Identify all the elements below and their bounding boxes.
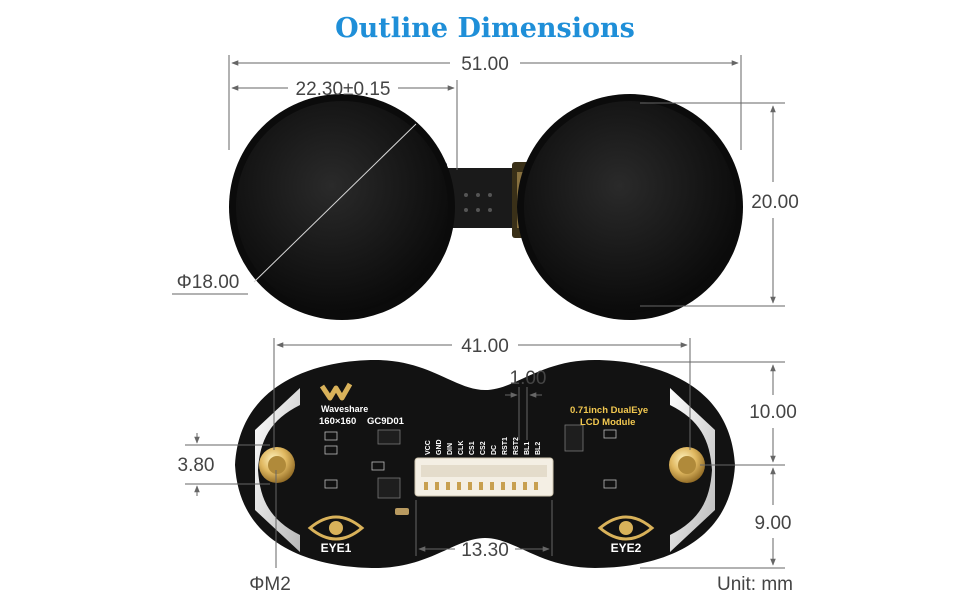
dim-diameter-label: Φ18.00 bbox=[177, 272, 240, 293]
dim-hole-diameter-label: ΦM2 bbox=[249, 574, 291, 595]
pin-label-gnd: GND bbox=[436, 439, 443, 455]
dim-hole-offset-label: 3.80 bbox=[178, 455, 215, 476]
bottom-view-pcb: Waveshare 160×160 GC9D01 0.71inch DualEy… bbox=[235, 360, 735, 568]
dim-bottom-width-label: 41.00 bbox=[461, 336, 509, 357]
dim-upper-offset-label: 10.00 bbox=[749, 402, 797, 423]
dim-1-00: 1.00 bbox=[505, 368, 546, 440]
right-reflector bbox=[670, 388, 715, 552]
resolution-text: 160×160 bbox=[319, 416, 356, 427]
dim-9-00: 9.00 bbox=[640, 467, 792, 569]
left-reflector bbox=[255, 388, 300, 552]
pin-label-bl2: BL2 bbox=[535, 442, 542, 455]
pin-label-vcc: VCC bbox=[425, 440, 432, 455]
dim-22-30: 22.30±0.15 bbox=[231, 79, 458, 170]
dim-pin-pitch-label: 1.00 bbox=[510, 368, 547, 389]
dim-connector-width-label: 13.30 bbox=[461, 540, 509, 561]
dim-height-label: 20.00 bbox=[751, 192, 799, 213]
flex-bridge bbox=[430, 168, 530, 228]
product-line1: 0.71inch DualEye bbox=[570, 405, 648, 416]
pin-label-bl1: BL1 bbox=[524, 442, 531, 455]
pin-labels: VCC GND DIN CLK CS1 CS2 DC RST1 RST2 BL1 BL2 bbox=[425, 437, 542, 455]
dim-13-30: 13.30 bbox=[415, 500, 553, 561]
eye1-badge: EYE1 bbox=[307, 515, 365, 555]
pin-label-clk: CLK bbox=[458, 441, 465, 455]
page-title: Outline Dimensions bbox=[335, 13, 635, 44]
top-view-lcd bbox=[229, 94, 743, 320]
dim-phi-m2: ΦM2 bbox=[249, 470, 291, 595]
product-line2: LCD Module bbox=[580, 417, 635, 428]
pin-label-cs2: CS2 bbox=[480, 441, 487, 455]
brand-text: Waveshare bbox=[321, 404, 368, 414]
dim-overall-width-label: 51.00 bbox=[461, 54, 509, 75]
eye1-label: EYE1 bbox=[321, 541, 352, 555]
driver-text: GC9D01 bbox=[367, 416, 405, 427]
dim-diameter: Φ18.00 bbox=[172, 123, 417, 295]
pin-label-dc: DC bbox=[491, 445, 498, 455]
pin-label-din: DIN bbox=[447, 443, 454, 455]
dim-20: 20.00 bbox=[640, 102, 799, 307]
unit-note: Unit: mm bbox=[717, 574, 793, 595]
pin-label-rst2: RST2 bbox=[513, 437, 520, 455]
waveshare-logo-icon bbox=[319, 382, 353, 401]
dim-3-80: 3.80 bbox=[178, 433, 270, 496]
dim-10-00: 10.00 bbox=[640, 361, 797, 466]
left-display-glass bbox=[236, 101, 448, 313]
pin-label-rst1: RST1 bbox=[502, 437, 509, 455]
eye2-label: EYE2 bbox=[611, 541, 642, 555]
dim-51: 51.00 bbox=[228, 54, 742, 150]
right-display-glass bbox=[524, 101, 736, 313]
dim-41: 41.00 bbox=[273, 336, 691, 450]
dim-lower-offset-label: 9.00 bbox=[755, 513, 792, 534]
eye2-badge: EYE2 bbox=[597, 515, 655, 555]
dim-center-distance-label: 22.30±0.15 bbox=[296, 79, 391, 100]
pin-label-cs1: CS1 bbox=[469, 441, 476, 455]
